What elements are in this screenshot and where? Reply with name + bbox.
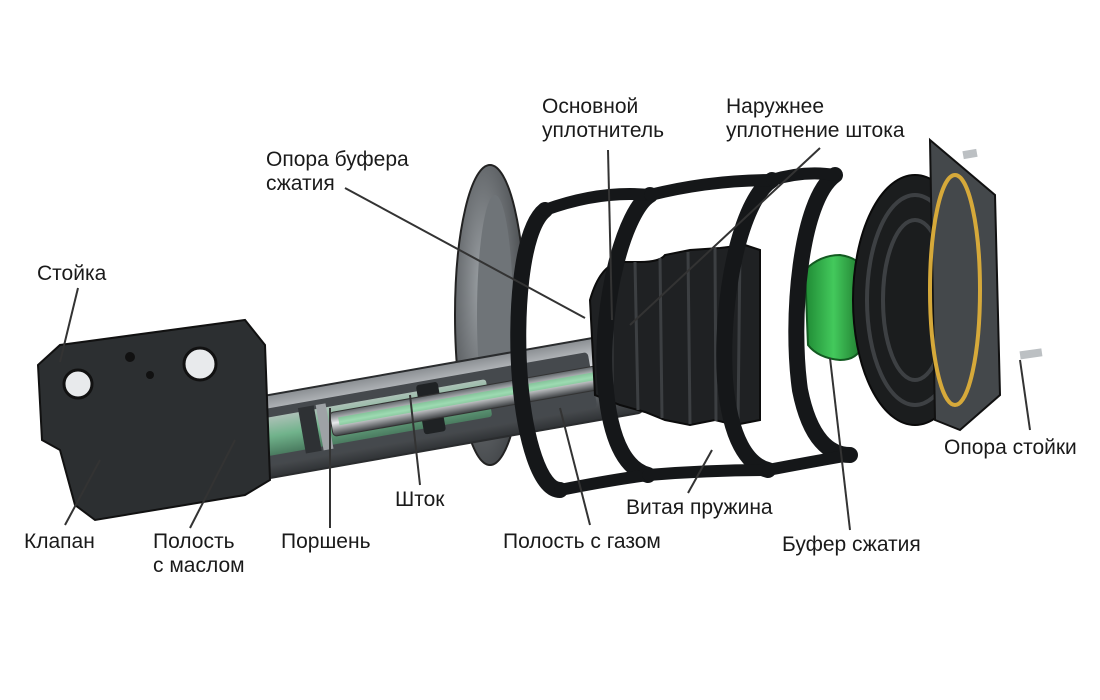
leader-main-seal [607, 149, 613, 321]
strut-bracket [36, 318, 272, 522]
label-bump-stop: Буфер сжатия [782, 533, 921, 556]
leader-bump [829, 357, 851, 531]
label-valve: Клапан [24, 530, 95, 553]
strut-mount-shape [928, 137, 1043, 432]
label-coil-spring: Витая пружина [626, 496, 773, 519]
coil-spring-shape [510, 167, 858, 498]
leader-valve [64, 459, 101, 526]
label-piston: Поршень [281, 530, 371, 553]
leader-mount [1019, 359, 1031, 431]
leader-bump-seat [344, 187, 586, 319]
leader-strut [59, 287, 79, 363]
label-gas-chamber: Полость с газом [503, 530, 661, 553]
leader-lines [59, 147, 1031, 531]
bracket-hole-1 [62, 368, 94, 400]
label-strut: Стойка [37, 262, 107, 285]
leader-outer-seal [629, 147, 821, 326]
leader-oil [189, 439, 236, 529]
leader-spring [687, 449, 713, 494]
label-rod: Шток [395, 488, 445, 511]
piston-shape [297, 405, 322, 454]
leader-gas [559, 407, 591, 526]
label-strut-mount: Опора стойки [944, 436, 1077, 459]
leader-rod [409, 394, 421, 486]
bracket-hole-2 [182, 346, 218, 382]
